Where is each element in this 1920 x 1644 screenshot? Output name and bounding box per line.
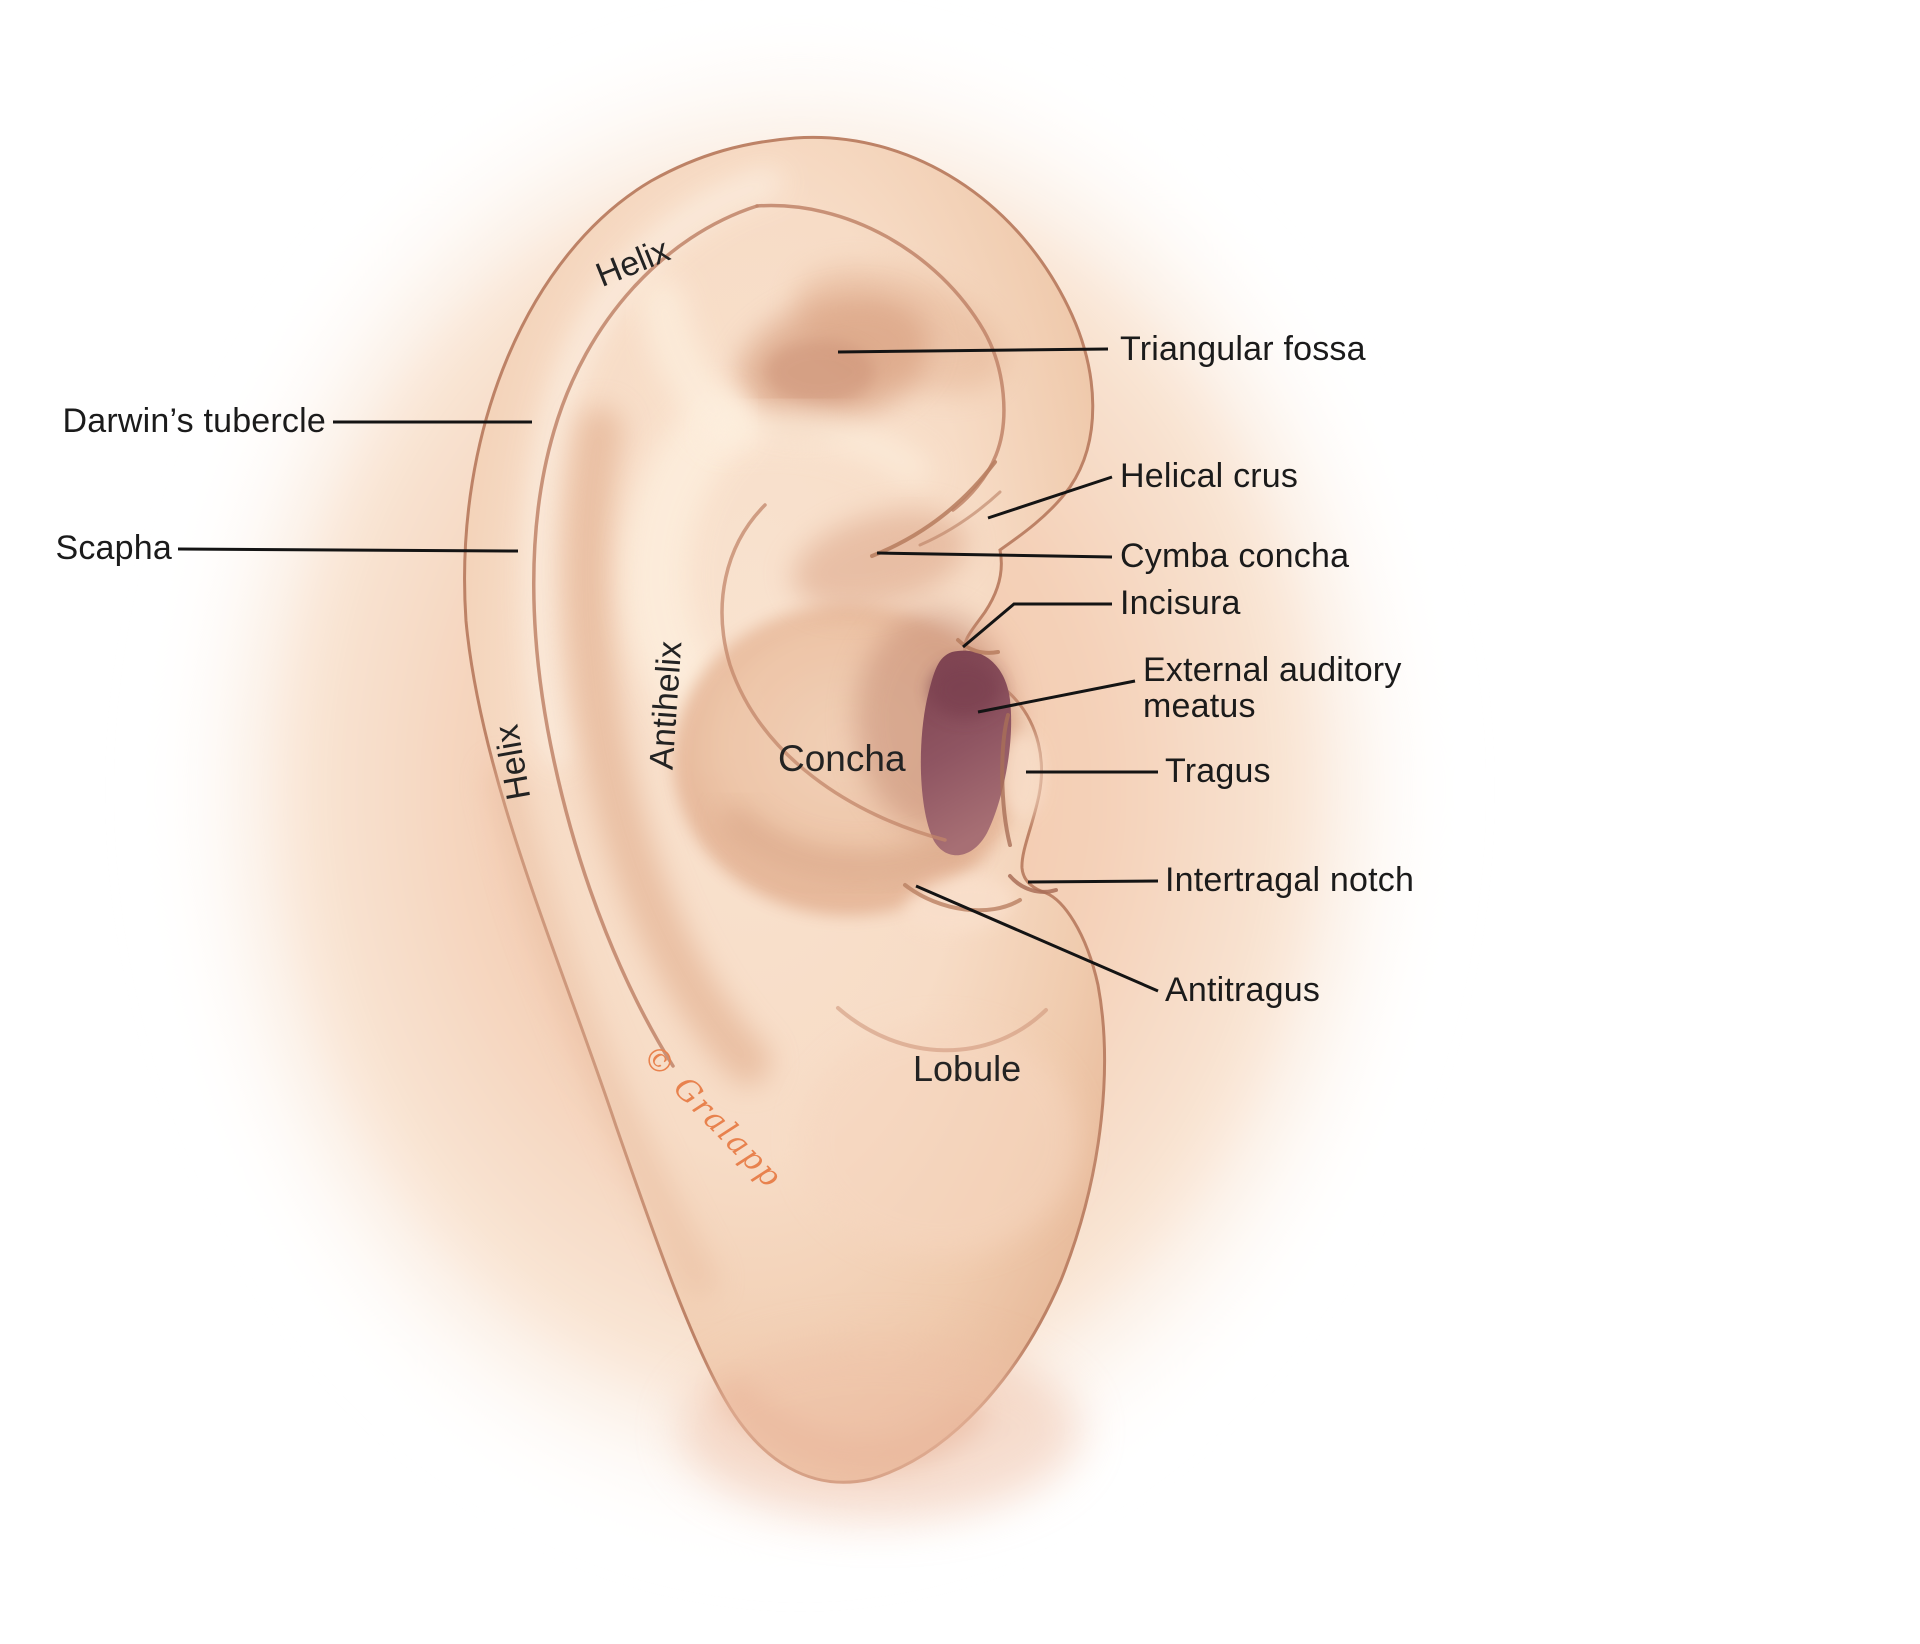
label-tragus: Tragus — [1165, 752, 1271, 790]
label-external-auditory-meatus: External auditory meatus — [1143, 651, 1402, 726]
label-concha: Concha — [778, 738, 906, 779]
leader-external-auditory-meatus — [977, 679, 1136, 714]
label-intertragal-notch: Intertragal notch — [1165, 861, 1415, 899]
label-lobule: Lobule — [913, 1048, 1022, 1089]
leader-cymba-concha — [876, 551, 1113, 559]
ear-creases — [532, 203, 1058, 1068]
leader-incisura — [962, 602, 1112, 649]
leader-triangular-fossa — [837, 347, 1109, 354]
leader-scapha — [177, 547, 519, 553]
leader-antitragus — [915, 884, 1159, 993]
leader-intertragal-notch — [1027, 879, 1159, 884]
label-darwins-tubercle: Darwin’s tubercle — [62, 402, 326, 440]
label-scapha: Scapha — [55, 529, 172, 567]
label-cymba-concha: Cymba concha — [1120, 537, 1350, 575]
label-incisura: Incisura — [1120, 584, 1241, 622]
label-antitragus: Antitragus — [1165, 971, 1321, 1009]
leader-helical-crus — [987, 475, 1113, 520]
ear-canal-shadow — [930, 662, 1000, 718]
leader-lines — [177, 347, 1159, 993]
label-triangular-fossa: Triangular fossa — [1120, 330, 1366, 368]
label-helical-crus: Helical crus — [1120, 457, 1299, 495]
